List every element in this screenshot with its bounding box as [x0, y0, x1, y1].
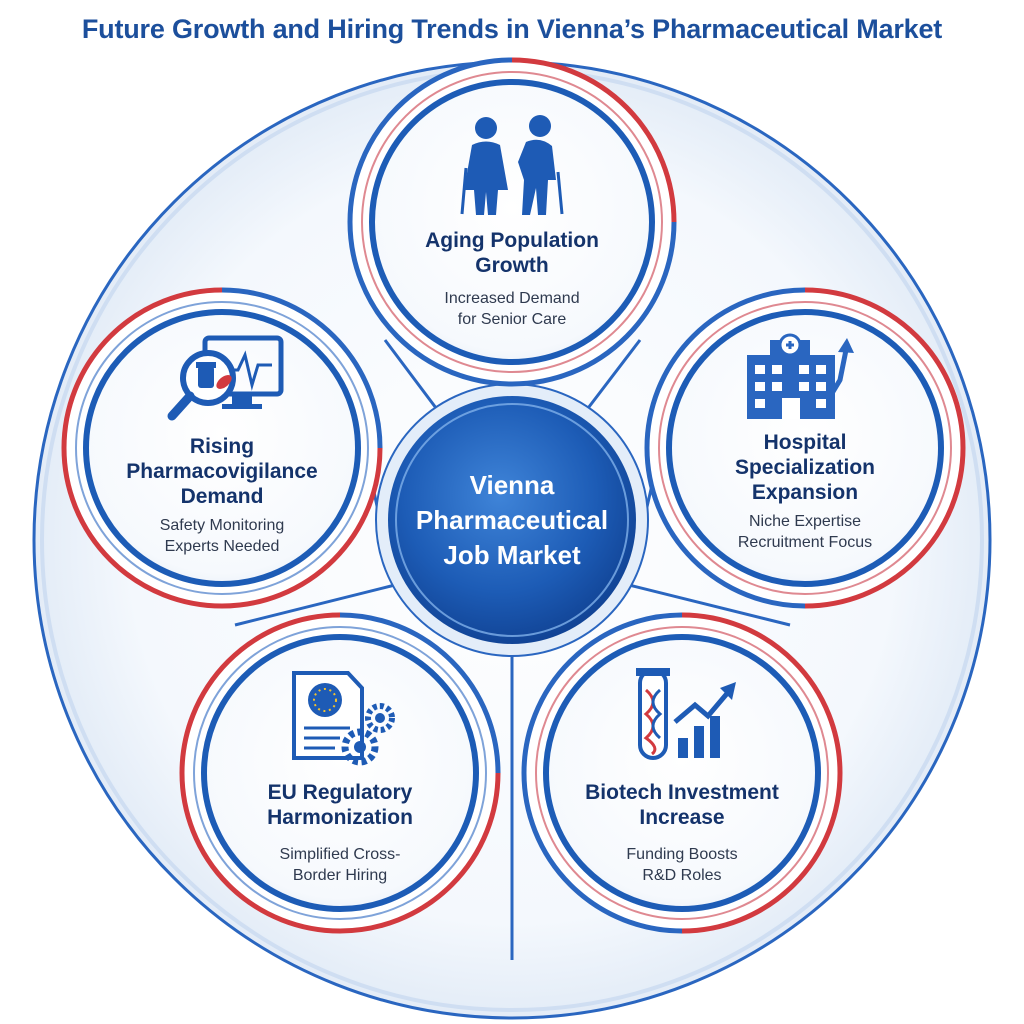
title-line: Growth: [475, 254, 549, 277]
center-line: Job Market: [443, 540, 581, 570]
magnifier-monitor-icon: [167, 335, 284, 421]
node-title: EU Regulatory Harmonization: [220, 780, 460, 830]
hospital-growth-icon: [747, 333, 854, 419]
node-hospital: [644, 287, 966, 609]
node-title: Rising Pharmacovigilance Demand: [102, 434, 342, 509]
title-line: Aging Population: [425, 229, 599, 252]
center-node: [375, 383, 649, 657]
node-aging-text: Aging Population Growth Increased Demand…: [392, 228, 632, 330]
subtitle-line: Experts Needed: [164, 538, 280, 555]
subtitle-line: Simplified Cross-: [279, 846, 401, 863]
center-label: Vienna Pharmaceutical Job Market: [380, 468, 644, 573]
title-line: Harmonization: [267, 806, 413, 829]
node-subtitle: Simplified Cross- Border Hiring: [220, 844, 460, 886]
node-biotech-text: Biotech Investment Increase Funding Boos…: [562, 780, 802, 886]
page-title: Future Growth and Hiring Trends in Vienn…: [81, 14, 943, 44]
center-line: Vienna: [469, 470, 555, 500]
node-eu-text: EU Regulatory Harmonization Simplified C…: [220, 780, 460, 886]
title-line: Hospital: [763, 431, 847, 454]
subtitle-line: Recruitment Focus: [737, 534, 873, 551]
node-subtitle: Niche Expertise Recruitment Focus: [685, 511, 925, 553]
subtitle-line: for Senior Care: [457, 311, 567, 328]
title-line: Demand: [180, 485, 264, 508]
title-line: Rising: [189, 435, 255, 458]
node-title: Biotech Investment Increase: [562, 780, 802, 830]
node-biotech: [521, 612, 843, 934]
subtitle-line: Funding Boosts: [626, 846, 738, 863]
node-title: Aging Population Growth: [392, 228, 632, 278]
subtitle-line: Safety Monitoring: [159, 517, 285, 534]
node-eu: [179, 612, 501, 934]
subtitle-line: Border Hiring: [292, 867, 388, 884]
node-pharmacovigilance-text: Rising Pharmacovigilance Demand Safety M…: [102, 434, 342, 557]
node-title: Hospital Specialization Expansion: [685, 430, 925, 505]
subtitle-line: Niche Expertise: [748, 513, 862, 530]
node-hospital-text: Hospital Specialization Expansion Niche …: [685, 430, 925, 553]
node-aging: [347, 57, 677, 387]
elderly-couple-icon: [460, 115, 564, 215]
node-subtitle: Safety Monitoring Experts Needed: [102, 515, 342, 557]
eu-document-gears-icon: [292, 671, 395, 766]
subtitle-line: Increased Demand: [444, 290, 580, 307]
node-subtitle: Increased Demand for Senior Care: [392, 288, 632, 330]
title-line: Biotech Investment: [585, 781, 779, 804]
test-tube-dna-chart-icon: [636, 668, 736, 760]
title-line: Pharmacovigilance: [126, 460, 318, 483]
subtitle-line: R&D Roles: [642, 867, 722, 884]
center-line: Pharmaceutical: [415, 505, 609, 535]
title-line: EU Regulatory: [267, 781, 413, 804]
title-line: Expansion: [751, 481, 859, 504]
title-line: Increase: [639, 806, 725, 829]
title-line: Specialization: [734, 456, 876, 479]
node-pharmacovigilance: [61, 287, 383, 609]
node-subtitle: Funding Boosts R&D Roles: [562, 844, 802, 886]
